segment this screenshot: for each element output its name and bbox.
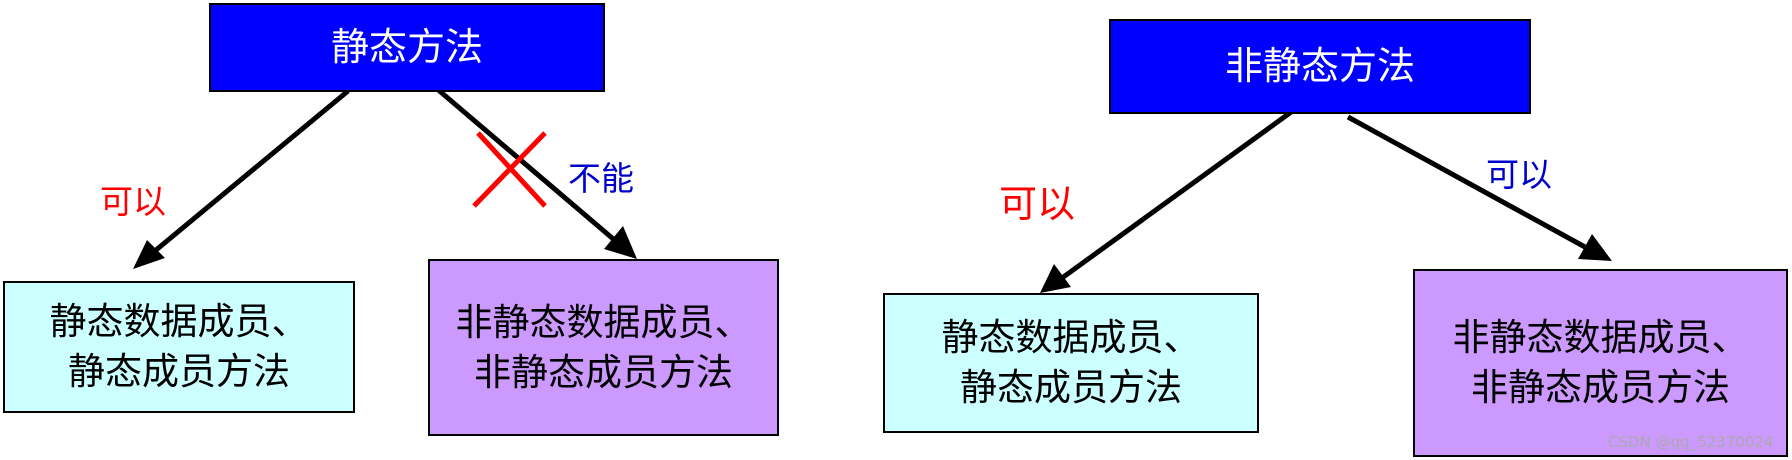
right-nonstatic-members-box: 非静态数据成员、 非静态成员方法: [1413, 269, 1788, 457]
right-nonstatic-members-line-1: 非静态数据成员、: [1452, 316, 1749, 360]
nonstatic-method-box: 非静态方法: [1109, 19, 1531, 114]
arrowhead-nonstatic-to-nonstatic-members: [1578, 234, 1612, 261]
arrow-static-to-static-members: [148, 89, 350, 257]
nonstatic-method-label: 非静态方法: [1224, 43, 1415, 88]
arrowhead-nonstatic-to-static-members: [1040, 264, 1071, 293]
left-static-members-line-2: 静态成员方法: [68, 350, 290, 393]
right-static-members-line-2: 静态成员方法: [960, 366, 1182, 409]
static-method-box: 静态方法: [209, 3, 605, 92]
arrowhead-static-to-static-members: [133, 240, 165, 269]
left-nonstatic-members-line-1: 非静态数据成员、: [455, 300, 752, 344]
arrow-nonstatic-to-static-members: [1060, 99, 1307, 281]
left-static-members-box: 静态数据成员、 静态成员方法: [3, 281, 355, 413]
right-allowed-nonstatic-label: 可以: [1486, 155, 1552, 194]
left-forbidden-label: 不能: [568, 159, 634, 198]
left-allowed-label: 可以: [100, 182, 166, 221]
right-static-members-box: 静态数据成员、 静态成员方法: [883, 293, 1259, 433]
left-static-members-line-1: 静态数据成员、: [49, 300, 309, 344]
arrow-nonstatic-to-nonstatic-members: [1346, 114, 1587, 250]
forbidden-cross-icon: [472, 131, 547, 208]
arrowhead-static-to-nonstatic-members: [604, 226, 637, 259]
left-nonstatic-members-line-2: 非静态成员方法: [474, 350, 733, 394]
arrow-static-to-nonstatic-members: [434, 86, 620, 245]
right-static-members-line-1: 静态数据成员、: [941, 316, 1201, 360]
static-method-label: 静态方法: [330, 24, 483, 69]
watermark-text: CSDN @qq_52370024: [1608, 433, 1774, 451]
left-nonstatic-members-box: 非静态数据成员、 非静态成员方法: [428, 259, 779, 436]
right-nonstatic-members-line-2: 非静态成员方法: [1471, 366, 1730, 409]
right-allowed-static-label: 可以: [999, 182, 1076, 226]
